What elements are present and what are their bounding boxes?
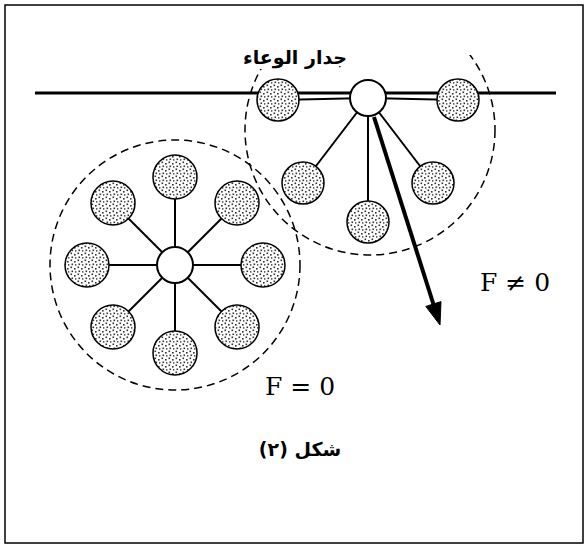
force-arrow <box>374 117 441 325</box>
force-label: F = 0 <box>262 372 338 402</box>
range-circle <box>245 55 495 255</box>
range-circle <box>50 140 300 390</box>
bond-lines <box>87 177 263 353</box>
neighbor-molecules <box>65 155 285 375</box>
central-molecule <box>157 247 193 283</box>
figure-caption: شكل (٢) <box>256 438 344 461</box>
neighbor-molecules <box>257 79 479 243</box>
force-label: F ≠ 0 <box>477 268 553 298</box>
wall-label: جدار الوعاء <box>240 46 350 69</box>
central-molecule <box>350 80 386 116</box>
frame-border <box>5 5 583 543</box>
